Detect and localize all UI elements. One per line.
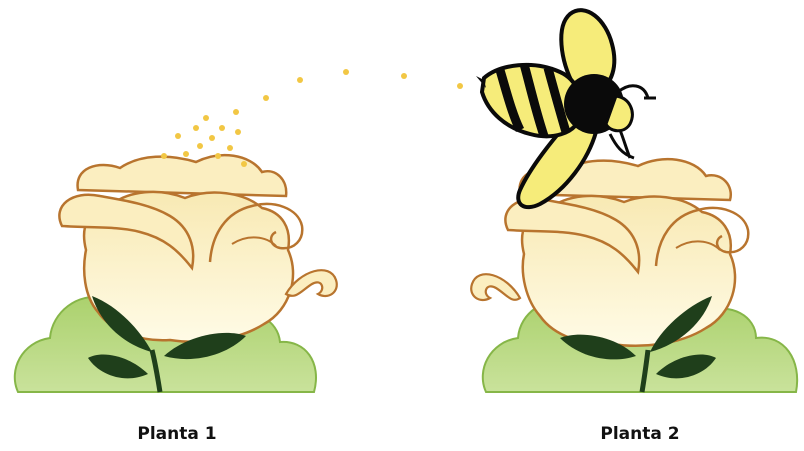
pollen-dot (193, 125, 199, 131)
pollen-dot (215, 153, 221, 159)
pollen-dot (297, 77, 303, 83)
plant-2-label: Planta 2 (540, 424, 740, 444)
pollen-dot (183, 151, 189, 157)
pollen-dot (401, 73, 407, 79)
pollen-dot (235, 129, 241, 135)
pollen-dot (227, 145, 233, 151)
pollen-dot (197, 143, 203, 149)
pollen-dot (233, 109, 239, 115)
pollen-dot (209, 135, 215, 141)
pollen-dot (241, 161, 247, 167)
pollen-dot (457, 83, 463, 89)
pollen-dot (175, 133, 181, 139)
pollen-dot (343, 69, 349, 75)
pollen-dot (203, 115, 209, 121)
plant-1 (15, 155, 337, 392)
pollen-trail (161, 69, 463, 167)
petal-curl-2 (471, 274, 520, 300)
pollen-dot (219, 125, 225, 131)
pollen-dot (263, 95, 269, 101)
petal-back-1 (78, 155, 287, 196)
plant-1-label: Planta 1 (77, 424, 277, 444)
pollen-dot (161, 153, 167, 159)
